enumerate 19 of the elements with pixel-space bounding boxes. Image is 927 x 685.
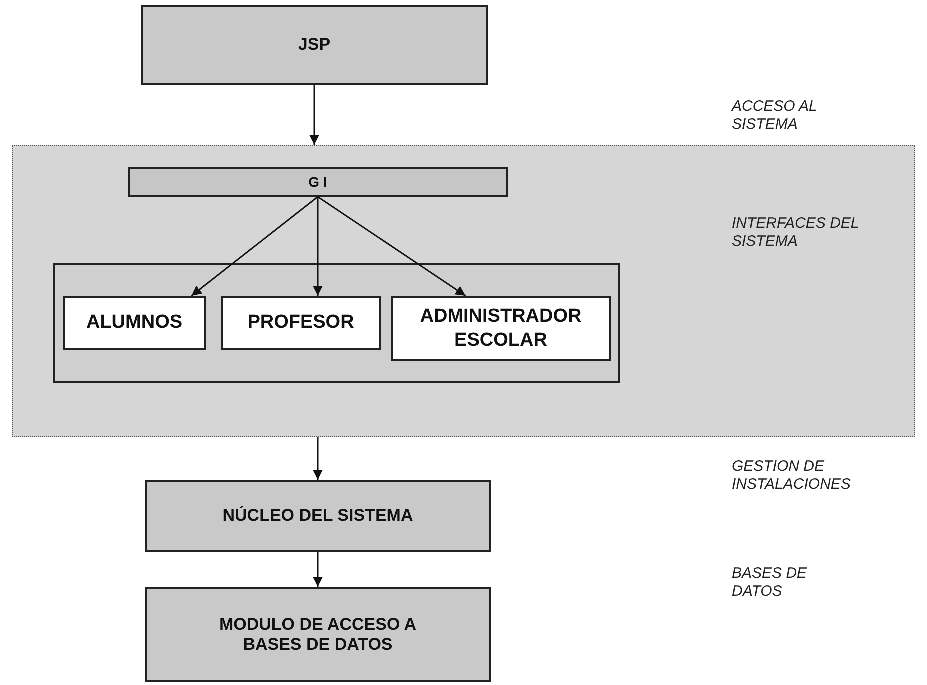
arrow: [310, 85, 320, 145]
arrow: [191, 196, 318, 297]
process-bar: G I: [128, 167, 508, 197]
arrow: [318, 196, 466, 297]
process-box: JSP: [141, 5, 488, 85]
arrow: [313, 197, 323, 296]
arrow: [313, 437, 323, 480]
arrow: [313, 552, 323, 587]
process-box: ADMINISTRADOR ESCOLAR: [391, 296, 611, 361]
layer-label: BASES DE DATOS: [732, 565, 808, 601]
process-box: ALUMNOS: [63, 296, 206, 350]
layer-panel: [12, 145, 915, 437]
process-box: PROFESOR: [221, 296, 381, 350]
layer-label: GESTION DE INSTALACIONES: [732, 458, 852, 494]
process-box: NÚCLEO DEL SISTEMA: [145, 480, 491, 552]
group-box: [53, 263, 620, 383]
process-box: MODULO DE ACCESO A BASES DE DATOS: [145, 587, 491, 682]
layer-label: INTERFACES DEL SISTEMA: [732, 215, 860, 251]
layer-label: ACCESO AL SISTEMA: [732, 98, 818, 134]
